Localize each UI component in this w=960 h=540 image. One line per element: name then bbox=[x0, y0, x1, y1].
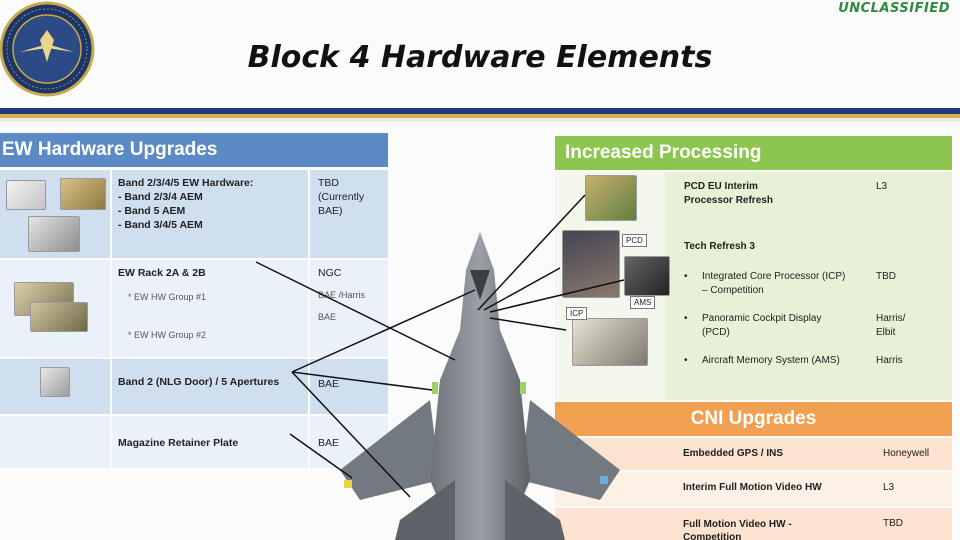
ew-row-vendor-cell: TBD (Currently BAE) bbox=[310, 170, 388, 258]
aem-hardware-image bbox=[6, 180, 46, 210]
icp-item-label: Integrated Core Processor (ICP) – Compet… bbox=[702, 271, 846, 296]
ew-row-item-cell: Magazine Retainer Plate bbox=[112, 416, 308, 468]
cni-item-vendor: L3 bbox=[883, 482, 895, 493]
tech-refresh-bullet: • bbox=[684, 313, 688, 324]
pcd-item-vendor: Harris/ Elbit bbox=[876, 313, 906, 338]
cni-item-label: Full Motion Video HW - Competition bbox=[683, 519, 792, 540]
ew-subvendor: BAE bbox=[318, 312, 337, 322]
ams-item-label: Aircraft Memory System (AMS) bbox=[702, 355, 840, 366]
pcd-eu-vendor: L3 bbox=[876, 181, 888, 192]
ew-vendor: NGC bbox=[318, 267, 342, 279]
ew-item-label: Magazine Retainer Plate bbox=[118, 437, 239, 449]
pcd-eu-label: PCD EU Interim Processor Refresh bbox=[684, 181, 773, 206]
ew-subgroup-label: EW HW Group #1 bbox=[134, 292, 207, 302]
ew-row-band2-apertures: Band 2 (NLG Door) / 5 Apertures BAE bbox=[0, 359, 388, 414]
ew-item-label: EW Rack 2A & 2B bbox=[118, 267, 206, 279]
cni-row: Interim Full Motion Video HW L3 bbox=[555, 472, 952, 506]
tech-refresh-label: Tech Refresh 3 bbox=[684, 241, 755, 252]
ams-item-vendor: Harris bbox=[876, 355, 903, 366]
ew-row-image-cell bbox=[0, 170, 110, 258]
ew-row-item-cell: Band 2/3/4/5 EW Hardware: - Band 2/3/4 A… bbox=[112, 170, 308, 258]
ew-row-item-cell: Band 2 (NLG Door) / 5 Apertures bbox=[112, 359, 308, 414]
tech-refresh-bullet: • bbox=[684, 271, 688, 282]
ew-row-ew-rack: EW Rack 2A & 2B * EW HW Group #1 * EW HW… bbox=[0, 260, 388, 357]
ew-table-header: EW Hardware Upgrades bbox=[0, 133, 388, 167]
icp-processor-image bbox=[572, 318, 648, 366]
ams-tag: AMS bbox=[630, 296, 656, 309]
ew-row-band-hardware: Band 2/3/4/5 EW Hardware: - Band 2/3/4 A… bbox=[0, 170, 388, 258]
ew-row-vendor-cell: BAE bbox=[310, 416, 388, 468]
processing-table-header: Increased Processing bbox=[555, 136, 952, 170]
slide-title: Block 4 Hardware Elements bbox=[247, 40, 713, 75]
pcd-item-label: Panoramic Cockpit Display (PCD) bbox=[702, 313, 822, 338]
ew-row-image-cell bbox=[0, 260, 110, 357]
cni-row: Embedded GPS / INS Honeywell bbox=[555, 438, 952, 470]
ew-item-bullet: - Band 5 AEM bbox=[118, 205, 186, 217]
ew-row-vendor-cell: NGC BAE /Harris BAE bbox=[310, 260, 388, 357]
header-rule-gray bbox=[0, 118, 960, 122]
ew-subvendor: BAE /Harris bbox=[318, 290, 366, 300]
icp-item-vendor: TBD bbox=[876, 271, 896, 282]
ew-row-magazine-plate: Magazine Retainer Plate BAE bbox=[0, 416, 388, 468]
header-rule-gold bbox=[0, 114, 960, 118]
ew-row-vendor-cell: BAE bbox=[310, 359, 388, 414]
ew-item-bullet: - Band 3/4/5 AEM bbox=[118, 219, 203, 231]
pcd-eu-processor-image bbox=[585, 175, 637, 221]
pcd-tag: PCD bbox=[622, 234, 647, 247]
cni-item-vendor: TBD bbox=[883, 518, 903, 529]
cni-item-label: Interim Full Motion Video HW bbox=[683, 482, 822, 493]
ew-item-subgroup: * EW HW Group #1 bbox=[128, 292, 207, 302]
ew-row-image-cell bbox=[0, 416, 110, 468]
classification-marking: UNCLASSIFIED bbox=[838, 1, 950, 16]
ew-item-label: Band 2 (NLG Door) / 5 Apertures bbox=[118, 376, 280, 388]
ew-item-subgroup: * EW HW Group #2 bbox=[128, 330, 207, 340]
cni-row: Full Motion Video HW - Competition TBD bbox=[555, 508, 952, 540]
pcd-cockpit-image bbox=[562, 230, 620, 298]
ew-row-item-cell: EW Rack 2A & 2B * EW HW Group #1 * EW HW… bbox=[112, 260, 308, 357]
ew-subgroup-label: EW HW Group #2 bbox=[134, 330, 207, 340]
aem-hardware-image bbox=[60, 178, 106, 210]
ams-memory-image bbox=[624, 256, 670, 296]
ew-item-label: Band 2/3/4/5 EW Hardware: bbox=[118, 177, 254, 189]
aperture-image bbox=[40, 367, 70, 397]
aem-hardware-image bbox=[28, 216, 80, 252]
cni-item-label: Embedded GPS / INS bbox=[683, 448, 784, 459]
ew-item-bullet: - Band 2/3/4 AEM bbox=[118, 191, 203, 203]
cni-table-header: CNI Upgrades bbox=[555, 402, 952, 436]
cni-item-vendor: Honeywell bbox=[883, 448, 930, 459]
ew-row-image-cell bbox=[0, 359, 110, 414]
tech-refresh-bullet: • bbox=[684, 355, 688, 366]
icp-tag: ICP bbox=[566, 307, 588, 320]
ew-rack-image bbox=[30, 302, 88, 332]
program-seal-logo bbox=[0, 1, 95, 97]
header-rule-blue bbox=[0, 108, 960, 114]
